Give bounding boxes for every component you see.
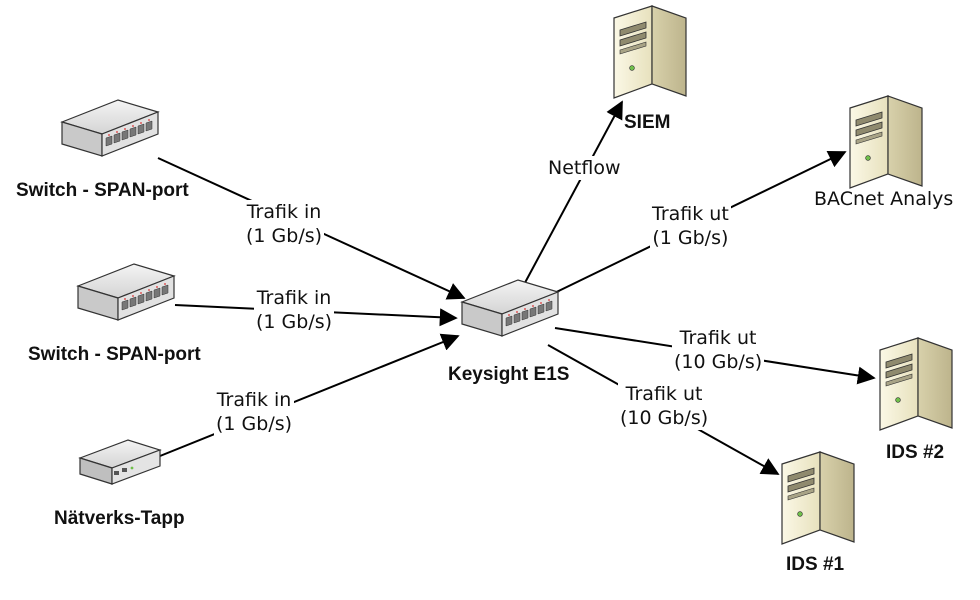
server-icon [879, 337, 953, 431]
edge-label-in3: Trafik in (1 Gb/s) [214, 388, 295, 436]
switch-icon [61, 99, 159, 157]
edge-center-to-siem [519, 100, 623, 293]
edge-label-line: (1 Gb/s) [246, 225, 323, 247]
node-label-ids1: IDS #1 [786, 554, 845, 575]
edge-label-line: Trafik ut [652, 203, 729, 225]
node-label-switch2: Switch - SPAN-port [28, 344, 201, 365]
edge-label-line: Trafik in [246, 201, 322, 223]
edge-label-line: Trafik ut [679, 327, 757, 349]
edge-label-line: Trafik in [216, 389, 292, 411]
server-icon [781, 451, 855, 545]
edge-label-line: (10 Gb/s) [674, 351, 763, 373]
node-label-siem: SIEM [624, 112, 671, 133]
node-label-bacnet: BACnet Analys [814, 188, 954, 210]
server-icon [613, 5, 687, 99]
edge-label-in1: Trafik in (1 Gb/s) [244, 200, 325, 248]
edge-label-line: (1 Gb/s) [256, 311, 333, 333]
edge-label-in2: Trafik in (1 Gb/s) [254, 286, 335, 334]
edge-label-out-ids2: Trafik ut (10 Gb/s) [672, 326, 765, 374]
edge-label-netflow: Netflow [546, 156, 623, 180]
edge-label-line: Netflow [548, 157, 621, 179]
network-tap-icon [79, 439, 161, 485]
edge-label-line: Trafik in [256, 287, 332, 309]
edge-label-line: Trafik ut [625, 383, 703, 405]
edge-label-out-ids1: Trafik ut (10 Gb/s) [618, 382, 711, 430]
server-icon [849, 95, 923, 189]
switch-icon [77, 263, 175, 321]
edge-label-line: (1 Gb/s) [216, 413, 293, 435]
edge-label-line: (10 Gb/s) [620, 407, 709, 429]
node-label-switch1: Switch - SPAN-port [16, 180, 189, 201]
switch-icon [461, 279, 559, 337]
node-label-center: Keysight E1S [448, 364, 570, 385]
edge-label-out-bacnet: Trafik ut (1 Gb/s) [650, 202, 731, 250]
node-label-tap: Nätverks-Tapp [54, 508, 185, 529]
edge-label-line: (1 Gb/s) [652, 227, 729, 249]
node-label-ids2: IDS #2 [886, 442, 945, 463]
edge-tap-to-center [159, 333, 460, 457]
